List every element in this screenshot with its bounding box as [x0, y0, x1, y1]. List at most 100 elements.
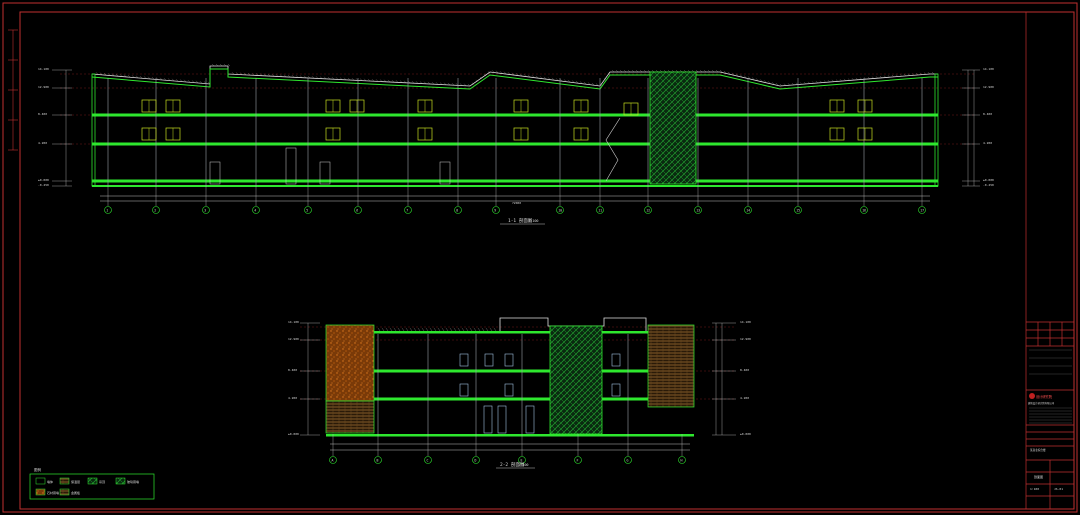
section-1-grid-bubble: [794, 206, 802, 214]
section-1-roof-rib: [523, 74, 527, 77]
section-2-roof-rib: [481, 327, 485, 332]
section-1-roof-rib: [471, 82, 475, 85]
section-1-roof-rib: [627, 69, 631, 73]
section-1-floor-slab: [92, 142, 938, 146]
section-1-roof-rib: [899, 74, 903, 77]
section-1-roof-rib: [359, 78, 363, 81]
section-1-roof-rib: [735, 73, 739, 76]
section-1-roof-rib: [147, 76, 151, 79]
section-1-roof-rib: [875, 76, 879, 79]
section-1-grid-bubble: [694, 206, 702, 214]
section-1-roof-rib: [215, 63, 219, 67]
section-1-roof-rib: [703, 69, 707, 73]
section-1-roof-rib: [331, 77, 335, 80]
section-1-ground-slab: [92, 185, 938, 187]
section-1-roof-rib: [815, 81, 819, 84]
section-1-roof-rib: [843, 78, 847, 81]
section-1-level-tag-left: 8.400: [38, 112, 47, 116]
section-1-roof-rib: [311, 76, 315, 79]
section-2-door: [497, 405, 507, 434]
section-1-roof-rib: [135, 75, 139, 78]
section-2-roof-rib: [389, 327, 393, 332]
section-1-roof-rib: [383, 79, 387, 82]
section-1-roof-rib: [179, 79, 183, 82]
section-2-roof-rib: [381, 327, 385, 332]
section-1-roof-rib: [407, 80, 411, 84]
legend-label: 石材幕墙: [47, 490, 59, 495]
section-2-roof-rib: [441, 327, 445, 332]
legend-swatch: [59, 477, 70, 485]
section-1-total-dimension: 72000: [512, 201, 521, 205]
section-1-roof-rib: [403, 80, 407, 83]
section-1-roof-rib: [247, 72, 251, 76]
section-1-roof-rib: [731, 72, 735, 75]
section-1-roof-rib: [443, 82, 447, 85]
section-1-roof-rib: [891, 74, 895, 78]
section-1-roof-rib: [819, 80, 823, 83]
section-1-grid-bubble: [354, 206, 362, 214]
section-1-grid-bubble: [304, 206, 312, 214]
section-2-roof-rib: [393, 327, 397, 332]
section-1-roof-rib: [759, 79, 763, 82]
title-block-project: 某商业综合楼: [1030, 448, 1046, 452]
section-1-roof-rib: [879, 75, 883, 79]
section-1-roof-rib: [807, 81, 811, 84]
section-1-roof-rib: [747, 76, 751, 79]
section-1-roof-rib: [231, 72, 235, 75]
title-block-sheet-scale: 1:100: [1030, 487, 1039, 491]
section-1-door: [319, 161, 331, 185]
section-1-level-tag-left: -0.450: [38, 183, 49, 187]
section-1-roof-rib: [151, 76, 155, 80]
section-2-level-tag-left: 14.100: [288, 320, 299, 324]
section-1-level-tag-left: 4.200: [38, 141, 47, 145]
section-1-grid-label: 12: [646, 209, 650, 213]
title-block-logo-text: 设计研究院: [1036, 394, 1053, 399]
section-1-roof-rib: [519, 73, 523, 76]
section-1-roof-rib: [499, 71, 503, 74]
section-1-roof-rib: [299, 75, 303, 78]
section-1-grid-label: 16: [862, 209, 866, 213]
section-1-roof-rib: [923, 72, 927, 75]
section-1-roof-rib: [319, 76, 323, 79]
section-1-roof-rib: [271, 74, 275, 77]
section-2-grid-bubble: [624, 456, 632, 464]
section-1-roof-rib: [527, 74, 531, 77]
section-1-roof-rib: [295, 75, 299, 78]
title-block: [1025, 11, 1075, 510]
section-1-roof-rib: [107, 73, 111, 76]
title-block-company: 建筑设计研究院有限公司: [1028, 401, 1055, 405]
section-2-right-metal-panel: [647, 324, 695, 408]
section-1-roof-rib: [251, 73, 255, 76]
title-block-drawing-name: 剖面图: [1034, 474, 1043, 479]
section-1-roof-line: [91, 65, 938, 87]
legend-frame: [29, 473, 155, 500]
section-2-roof-rib: [401, 327, 405, 332]
section-1-roof-rib: [739, 74, 743, 77]
section-2-grid-label: G: [627, 459, 629, 463]
section-1-roof-rib: [347, 77, 351, 81]
legend-swatch: [59, 488, 70, 496]
section-2-roof-rib: [421, 327, 425, 332]
section-1-roof-rib: [459, 83, 463, 86]
section-2-roof-rib: [461, 327, 465, 332]
section-1-grid-bubble: [596, 206, 604, 214]
section-1-roof-rib: [535, 75, 539, 78]
section-2-roof-slab: [374, 331, 694, 334]
section-1-roof-rib: [811, 81, 815, 84]
section-1-roof-rib: [631, 69, 635, 73]
section-1-level-tag-right: 4.200: [983, 141, 992, 145]
section-1-grid-bubble: [454, 206, 462, 214]
section-2-roof-rib: [453, 327, 457, 332]
section-1-roof-rib: [911, 73, 915, 76]
section-1-roof-rib: [203, 81, 207, 84]
section-1-roof-rib: [555, 78, 559, 81]
section-1-roof-rib: [563, 79, 567, 82]
section-1-roof-rib: [199, 81, 203, 84]
section-2-scale: 1:100: [518, 463, 529, 467]
section-1-roof-rib: [227, 63, 231, 67]
section-1-roof-rib: [447, 82, 451, 86]
section-1-roof-rib: [711, 69, 715, 73]
section-1-roof-rib: [255, 73, 259, 76]
